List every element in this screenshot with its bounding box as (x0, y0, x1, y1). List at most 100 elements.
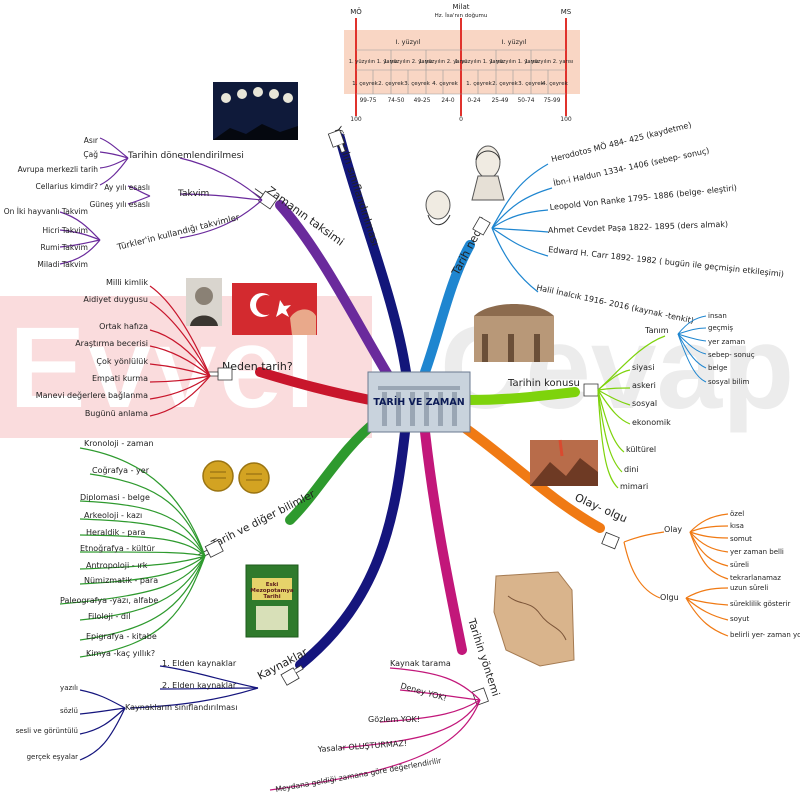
timeline-half: 1. yüzyılın 1. yarısı (455, 59, 504, 65)
zaman-turk-item: On İki hayvanlı Takvim (4, 207, 88, 216)
diger-item: Diplomasi - belge (80, 493, 150, 502)
konusu-tanim-label: Tanım (644, 326, 669, 335)
hand-icon (472, 216, 491, 236)
konusu-item: dini (624, 465, 639, 474)
zaman-turk-item: Miladi Takvim (37, 260, 88, 269)
branch-diger (285, 415, 383, 525)
kaynaklar-sinif-item: sözlü (60, 707, 78, 715)
branch-zaman (275, 200, 393, 380)
zaman-takvim-label: Takvim (177, 189, 209, 199)
timeline-half: 1. yüzyılın 2. yarısı (525, 59, 574, 65)
temple-icon (378, 386, 460, 426)
timeline-milat-sub: Hz. İsa'nın doğumu (435, 12, 488, 19)
neden-item: Manevi değerlere bağlanma (36, 391, 148, 400)
timeline-range: 24-0 (441, 98, 454, 104)
timeline-range: 50-74 (518, 98, 535, 104)
neden-item: Bugünü anlama (85, 409, 148, 418)
book-image: Eski Mezopotamya Tarihi (245, 564, 299, 638)
olay-item: süreli (730, 561, 749, 569)
kaynaklar-subbranches (79, 665, 259, 761)
konusu-tanim-item: insan (708, 312, 727, 320)
branch-yuzyil (335, 133, 411, 377)
olay-label: Olay (664, 525, 682, 534)
branch-label-diger: Tarih ve diğer bilimler (209, 488, 318, 551)
branch-label-yontem: Tarihin yöntemi (465, 616, 502, 698)
nedir-item: Ahmet Cevdet Paşa 1822- 1895 (ders almak… (548, 220, 728, 235)
timeline-quarter: 4. çeyrek (542, 81, 569, 87)
kaynaklar-sinif-item: sesli ve görüntülü (16, 727, 78, 735)
neden-item: Aidiyet duygusu (83, 295, 148, 304)
center-node[interactable]: TARİH VE ZAMAN (367, 371, 471, 433)
hand-icon (601, 531, 620, 550)
timeline-quarter: 2. çeyrek (378, 81, 405, 87)
branch-konusu (465, 387, 580, 405)
hand-icon (280, 664, 304, 686)
diger-item: Kimya -kaç yıllık? (86, 649, 155, 658)
kaynaklar-item: 1. Elden kaynaklar (162, 659, 237, 668)
hand-icon (327, 129, 346, 154)
konusu-subbranches (597, 335, 666, 489)
timeline-quarter: 1. çeyrek (352, 81, 379, 87)
flag-fist-image (232, 283, 317, 335)
timeline-quarter: 4. çeyrek (432, 81, 459, 87)
branch-nedir (420, 240, 475, 377)
konusu-item: sosyal (632, 399, 657, 408)
hand-icon (208, 367, 233, 381)
hand-icon (583, 383, 599, 397)
battle-painting-image (530, 439, 598, 486)
konusu-item: askeri (632, 381, 656, 390)
kaynaklar-sinif-label: Kaynakların sınıflandırılması (125, 703, 237, 712)
historians-image (425, 145, 505, 226)
timeline-quarter: 3. çeyrek (404, 81, 431, 87)
olay-item: tekrarlanamaz (730, 574, 781, 582)
timeline-half: 1. yüzyılın 1. yarısı (349, 59, 398, 65)
olay-item: yer zaman belli (730, 548, 784, 556)
neden-item: Araştırma becerisi (75, 339, 148, 348)
zaman-donem-item: Avrupa merkezli tarih (18, 165, 99, 174)
neden-item: Ortak hafıza (99, 322, 148, 331)
book-title: Tarihi (263, 594, 280, 600)
konusu-item: ekonomik (632, 418, 671, 427)
timeline-tick-left: 100 (350, 116, 362, 123)
yontem-item: Gözlem YOK! (368, 715, 420, 724)
timeline-milat: Milat (453, 3, 470, 11)
diger-item: Coğrafya - yer (92, 466, 150, 475)
yontem-item: Kaynak tarama (390, 659, 451, 668)
timeline-century-right: I. yüzyıl (502, 38, 527, 46)
timeline-range: 75-99 (544, 98, 561, 104)
timeline-range: 0-24 (467, 98, 480, 104)
zaman-donem-item: Asır (84, 136, 99, 145)
yontem-item: Meydana geldiği zamana göre değerlendiri… (275, 756, 443, 794)
olay-subbranches (623, 513, 729, 637)
timeline-century-left: I. yüzyıl (396, 38, 421, 46)
yontem-item: Yasalar OLUŞTURMAZ! (317, 739, 408, 754)
diger-item: Filoloji - dil (88, 612, 130, 621)
moon-phases-image (213, 82, 298, 140)
nedir-item: Edward H. Carr 1892- 1982 ( bugün ile ge… (548, 245, 785, 279)
nedir-subbranches (491, 163, 553, 293)
ancient-map-image (493, 571, 575, 667)
olay-item: kısa (730, 522, 744, 530)
olgu-item: belirli yer- zaman yok (730, 631, 800, 639)
konusu-tanim-item: yer zaman (708, 338, 745, 346)
timeline-range: 74-50 (388, 98, 405, 104)
zaman-takvim-item: Güneş yılı esaslı (90, 200, 151, 209)
timeline-tick-mid: 0 (459, 116, 463, 123)
tanim-subbranches (677, 315, 707, 383)
olgu-item: soyut (730, 615, 750, 623)
branch-neden (255, 367, 375, 405)
olgu-item: süreklilik gösterir (730, 600, 790, 608)
diger-item: Nümizmatik - para (84, 576, 158, 585)
zaman-takvim-item: Ay yılı esaslı (104, 183, 150, 192)
timeline-range: 25-49 (492, 98, 509, 104)
timeline-quarter: 1. çeyrek (466, 81, 493, 87)
diger-item: Antropoloji - ırk (86, 561, 148, 570)
timeline-mo: MÖ (350, 7, 362, 16)
timeline-range: 49-25 (414, 98, 431, 104)
branch-yontem (420, 427, 467, 655)
neden-item: Milli kimlik (106, 278, 148, 287)
diger-item: Paleografya -yazı, alfabe (60, 596, 158, 605)
kaynaklar-item: 2. Elden kaynaklar (162, 681, 237, 690)
